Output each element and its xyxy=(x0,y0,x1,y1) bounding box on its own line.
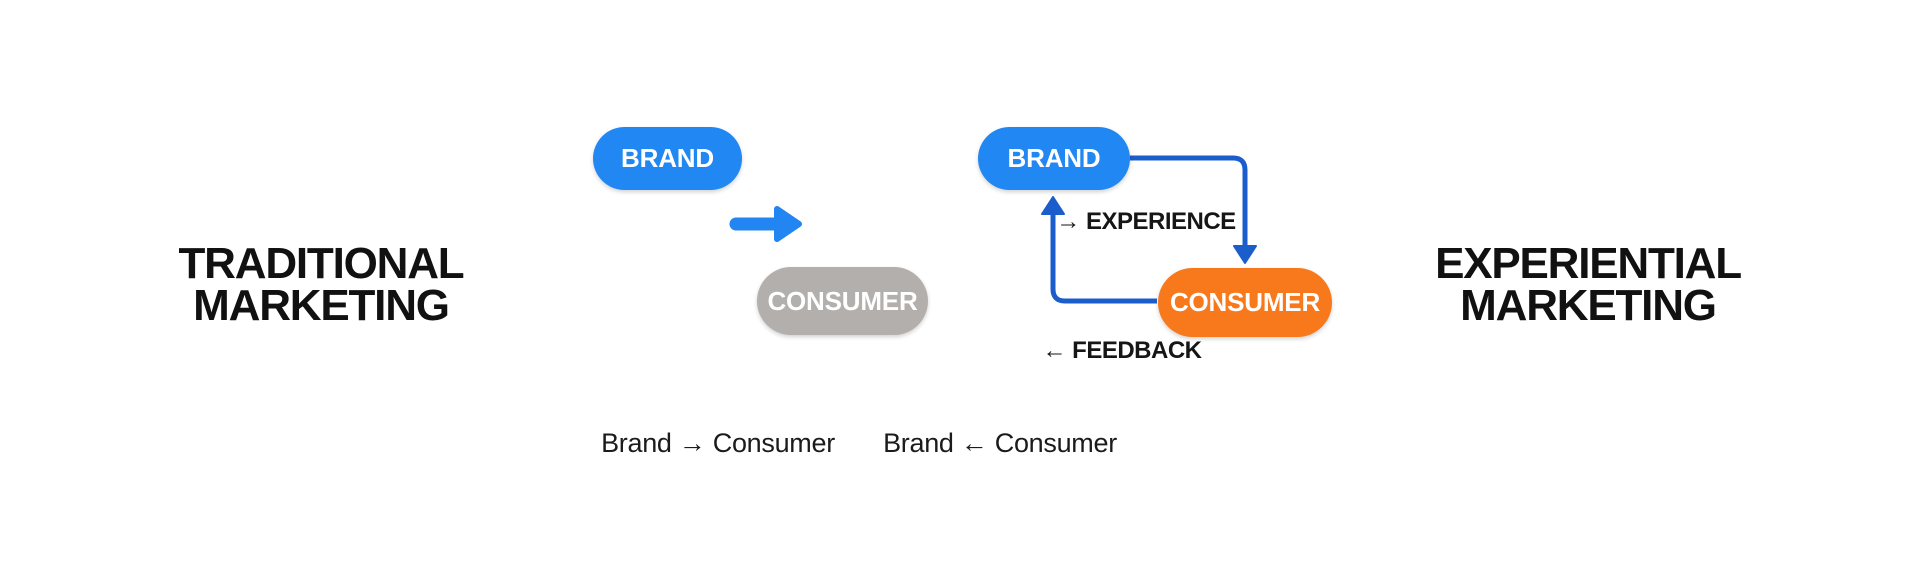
traditional-title-line2: MARKETING xyxy=(193,281,450,330)
traditional-caption: Brand → Consumer xyxy=(601,428,835,458)
experiential-brand-label: BRAND xyxy=(1007,143,1101,173)
traditional-marketing-title: TRADITIONAL MARKETING xyxy=(131,239,511,330)
experience-label: → EXPERIENCE xyxy=(1056,208,1236,235)
experiential-title-line2: MARKETING xyxy=(1460,281,1717,330)
experiential-brand-pill: BRAND xyxy=(978,127,1130,190)
experience-down-arrow-icon xyxy=(1130,155,1257,264)
brand-to-consumer-arrow-icon xyxy=(729,206,802,242)
experiential-caption: Brand ← Consumer xyxy=(883,428,1117,458)
experiential-title-line1: EXPERIENTIAL xyxy=(1435,239,1742,288)
traditional-consumer-label: CONSUMER xyxy=(767,285,918,316)
experiential-flow-connectors xyxy=(1041,155,1257,304)
traditional-brand-label: BRAND xyxy=(621,143,714,173)
traditional-consumer-pill: CONSUMER xyxy=(757,267,928,335)
experiential-marketing-title: EXPERIENTIAL MARKETING xyxy=(1398,239,1778,330)
feedback-up-arrow-icon xyxy=(1041,196,1157,304)
feedback-label: ← FEEDBACK xyxy=(1042,337,1202,364)
traditional-title-line1: TRADITIONAL xyxy=(178,239,465,288)
traditional-brand-pill: BRAND xyxy=(593,127,742,190)
experiential-consumer-pill: CONSUMER xyxy=(1158,268,1332,337)
experiential-consumer-label: CONSUMER xyxy=(1169,287,1321,317)
